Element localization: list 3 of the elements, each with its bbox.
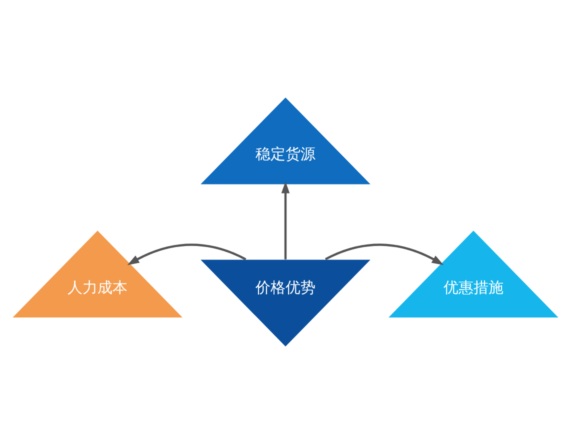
arrow	[325, 244, 444, 266]
arrow	[127, 244, 246, 266]
arrow	[281, 181, 290, 260]
